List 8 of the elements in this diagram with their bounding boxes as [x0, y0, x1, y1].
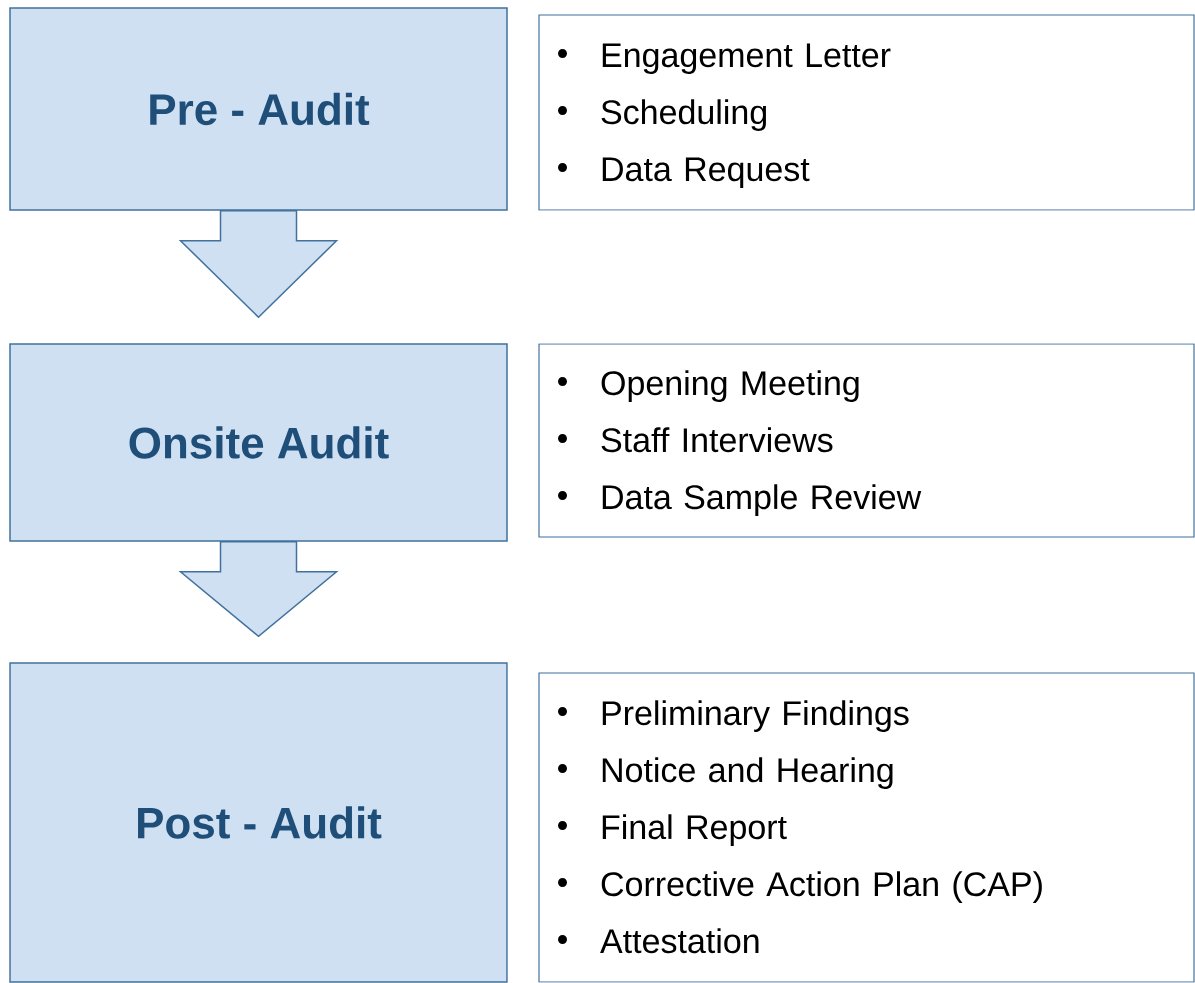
stage-box: Post - Audit	[9, 662, 508, 983]
block-arrow	[178, 541, 339, 638]
bullet-list-box: Preliminary Findings Notice and Hearing Final Report Corrective Action Plan (CAP) Attestation	[538, 672, 1195, 983]
block-arrow	[178, 210, 339, 319]
bullet-list-box: Engagement Letter Scheduling Data Request	[538, 14, 1195, 211]
stage-box: Onsite Audit	[9, 343, 508, 542]
bullet-list-box: Opening Meeting Staff Interviews Data Sample Review	[538, 343, 1195, 538]
stage-box: Pre - Audit	[9, 7, 508, 211]
